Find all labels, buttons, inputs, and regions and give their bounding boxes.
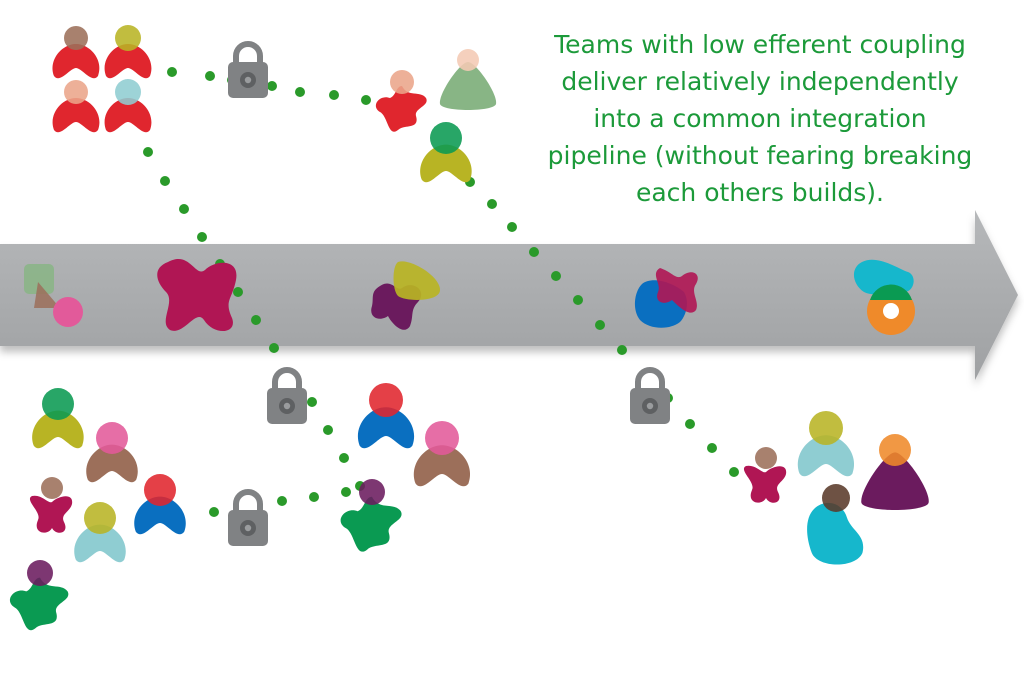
coupling-dot [160, 176, 170, 186]
team-member-icon [861, 434, 929, 510]
team-member-icon [375, 70, 427, 132]
caption: Teams with low efferent coupling deliver… [520, 26, 1000, 211]
team-member-icon [104, 79, 152, 133]
team-member-icon [9, 560, 69, 631]
team-member-icon [86, 422, 138, 483]
caption-line: deliver relatively independently [561, 67, 959, 96]
team-member-icon [32, 388, 84, 449]
team-member-icon [29, 477, 73, 533]
coupling-dot [277, 496, 287, 506]
coupling-dot [529, 247, 539, 257]
coupling-dot [143, 147, 153, 157]
coupling-dot [551, 271, 561, 281]
coupling-dot [595, 320, 605, 330]
build-artifact-icon [371, 261, 440, 330]
coupling-dot [251, 315, 261, 325]
coupling-dot [617, 345, 627, 355]
team-member-icon [439, 49, 497, 110]
caption-line: Teams with low efferent coupling [554, 30, 966, 59]
coupling-dot [179, 204, 189, 214]
coupling-dot [233, 287, 243, 297]
integration-pipeline-arrow [0, 210, 1018, 380]
coupling-dot [295, 87, 305, 97]
coupling-dot [341, 487, 351, 497]
padlock-icon [630, 370, 670, 424]
padlock-icon [267, 370, 307, 424]
coupling-dot [339, 453, 349, 463]
coupling-dot [167, 67, 177, 77]
coupling-dot [197, 232, 207, 242]
coupling-dot [205, 71, 215, 81]
padlock-icon [228, 44, 268, 98]
coupling-dot [729, 467, 739, 477]
coupling-dot [487, 199, 497, 209]
coupling-dot [507, 222, 517, 232]
coupling-dot [269, 343, 279, 353]
team-member-icon [52, 80, 100, 133]
build-artifact-icon [634, 268, 698, 328]
coupling-dot [323, 425, 333, 435]
padlock-icon [228, 492, 268, 546]
build-artifact-icon [157, 258, 237, 332]
coupling-dot [707, 443, 717, 453]
team-member-icon [104, 25, 152, 79]
build-artifact-icon [24, 264, 83, 327]
caption-line: each others builds). [635, 178, 884, 207]
coupling-dot [361, 95, 371, 105]
team-member-icon [420, 122, 472, 183]
team-member-icon [357, 383, 415, 449]
team-member-icon [797, 411, 855, 477]
team-member-icon [743, 447, 787, 503]
coupling-dot [209, 507, 219, 517]
team-members [9, 25, 929, 631]
coupling-dot [329, 90, 339, 100]
team-member-icon [134, 474, 186, 535]
team-member-icon [413, 421, 471, 487]
caption-line: pipeline (without fearing breaking [547, 141, 973, 170]
team-member-icon [52, 26, 100, 79]
coupling-dot [307, 397, 317, 407]
team-member-icon [807, 484, 864, 565]
coupling-dot [267, 81, 277, 91]
coupling-dot [309, 492, 319, 502]
coupling-dot [573, 295, 583, 305]
team-member-icon [340, 479, 402, 552]
coupling-dot [685, 419, 695, 429]
team-member-icon [74, 502, 126, 563]
build-artifact-icon [853, 259, 915, 335]
caption-line: into a common integration [593, 104, 927, 133]
